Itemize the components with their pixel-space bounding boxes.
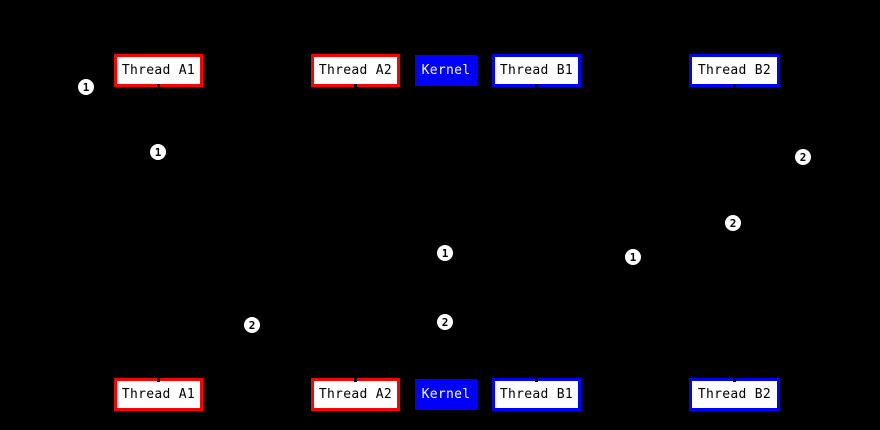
- thread-b1-box-top: Thread B1: [492, 54, 581, 87]
- thread-b2-box-top: Thread B2: [689, 54, 780, 87]
- lifeline-stub: [733, 377, 736, 382]
- lifeline-stub: [535, 84, 538, 89]
- thread-a1-box-top: Thread A1: [114, 54, 203, 87]
- lifeline-stub: [733, 84, 736, 89]
- lifeline-stub: [354, 377, 357, 382]
- thread-a2-box-top: Thread A2: [311, 54, 400, 87]
- step-marker-1: 1: [78, 79, 94, 95]
- step-marker-2: 2: [795, 149, 811, 165]
- kernel-box-bottom: Kernel: [415, 379, 477, 410]
- thread-a2-box-bottom: Thread A2: [311, 378, 400, 411]
- step-marker-1: 1: [437, 245, 453, 261]
- kernel-box-top: Kernel: [415, 55, 477, 86]
- lifeline-stub: [157, 377, 160, 382]
- lifeline-stub: [157, 84, 160, 89]
- step-marker-1: 1: [150, 144, 166, 160]
- step-marker-2: 2: [244, 317, 260, 333]
- thread-a1-box-bottom: Thread A1: [114, 378, 203, 411]
- step-marker-2: 2: [437, 314, 453, 330]
- step-marker-2: 2: [725, 215, 741, 231]
- thread-b1-box-bottom: Thread B1: [492, 378, 581, 411]
- lifeline-stub: [354, 84, 357, 89]
- step-marker-1: 1: [625, 249, 641, 265]
- thread-b2-box-bottom: Thread B2: [689, 378, 780, 411]
- lifeline-stub: [535, 377, 538, 382]
